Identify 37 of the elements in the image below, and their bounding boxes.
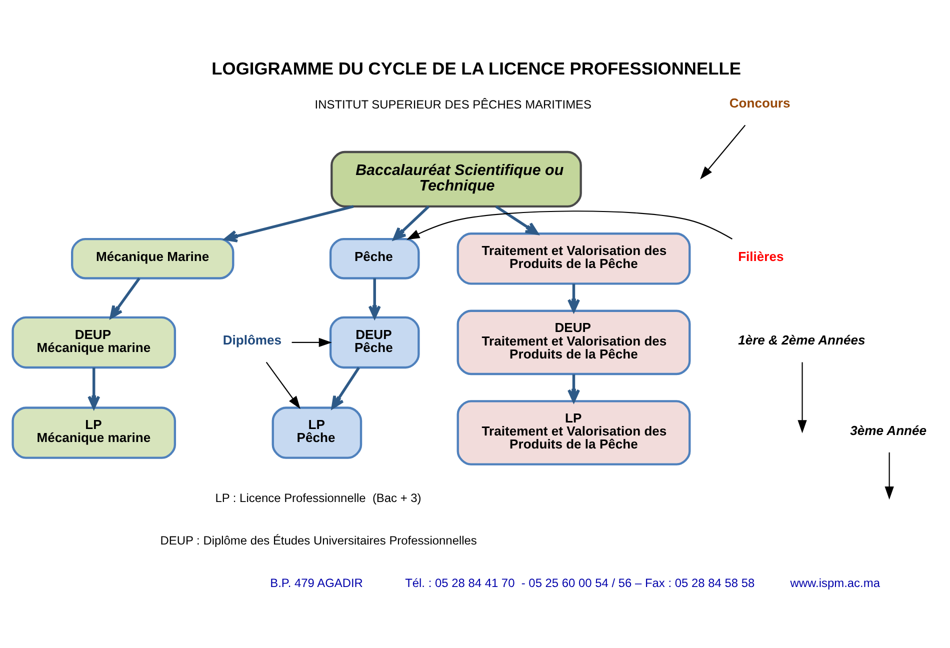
node-text: Filières: [738, 248, 784, 264]
node-box: LP Traitement et Valorisation des Produits de la Pêche: [456, 400, 691, 465]
label: www.ispm.ac.ma: [790, 576, 880, 590]
node-text: Diplômes: [222, 332, 282, 348]
arrow: [406, 210, 732, 240]
node-box: Pêche: [329, 238, 420, 279]
arrow: [495, 204, 539, 234]
node-box: Mécanique Marine: [71, 238, 234, 279]
node-box: Traitement et Valorisation des Produits de la Pêche: [456, 232, 691, 284]
diagram-title: LOGIGRAMME DU CYCLE DE LA LICENCE PROFESSIONNELLE: [212, 58, 741, 78]
label: B.P. 479 AGADIR: [270, 576, 363, 590]
node-box: Baccalauréat Scientifique ou Technique: [330, 150, 582, 208]
arrow: [798, 362, 807, 433]
node-box: LP Mécanique marine: [12, 406, 176, 458]
node-box: LP Pêche: [272, 406, 362, 458]
node-box: DEUP Mécanique marine: [12, 316, 176, 368]
node-text: 3ème Année: [850, 422, 927, 438]
label: Tél. : 05 28 84 41 70 - 05 25 60 00 54 / 56 – Fax : 05 28 84 58 58: [405, 576, 755, 590]
arrow: [392, 204, 430, 240]
arrow: [88, 367, 100, 408]
node-box: DEUP Traitement et Valorisation des Produits de la Pêche: [456, 309, 691, 375]
arrow: [224, 204, 354, 242]
label: INSTITUT SUPERIEUR DES PÊCHES MARITIMES: [314, 96, 592, 111]
arrow: [292, 337, 332, 347]
node-box: DEUP Pêche: [329, 316, 420, 368]
arrow: [368, 278, 381, 318]
node-text: 1ère & 2ème Années: [738, 332, 866, 348]
arrow: [331, 366, 360, 408]
node-text: Concours: [729, 95, 790, 110]
arrow: [110, 276, 140, 318]
arrow: [700, 124, 746, 179]
label: LP : Licence Professionnelle (Bac + 3): [215, 490, 422, 505]
arrow: [884, 452, 894, 500]
arrow: [266, 361, 300, 408]
arrow: [568, 374, 580, 402]
arrow: [568, 283, 580, 312]
label: DEUP : Diplôme des Études Universitaires Professionnelles: [160, 533, 477, 548]
